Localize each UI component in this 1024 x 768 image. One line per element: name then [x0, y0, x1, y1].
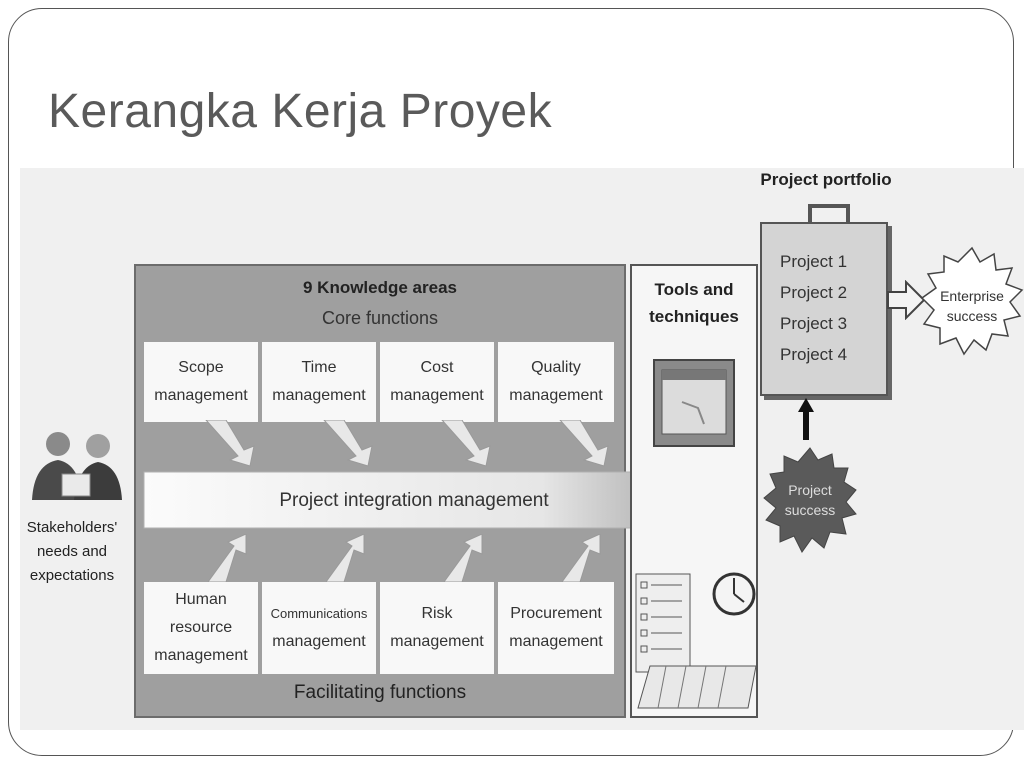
ka-cell-line: Risk: [421, 605, 453, 622]
ka-cell-line: Cost: [420, 359, 454, 376]
facilitating-functions-label: Facilitating functions: [293, 682, 467, 703]
ka-human-resource-management: Human resource management: [144, 582, 258, 674]
project-success-starburst: [763, 447, 857, 553]
right-arrow-icon: [887, 280, 926, 320]
ka-cell-line: management: [390, 387, 484, 404]
project-success-line: Project: [788, 482, 832, 498]
ka-cell-line: Communications: [270, 606, 368, 621]
up-arrow-icon: [798, 398, 814, 440]
computer-icon: [653, 359, 735, 447]
ka-cell-line: management: [154, 387, 248, 404]
ka-cell-line: management: [509, 633, 603, 650]
down-arrow-icon: [205, 420, 255, 467]
project-portfolio-label: Project portfolio: [760, 170, 892, 189]
stakeholders-label: Stakeholders' needs and expectations: [20, 516, 124, 588]
project-success-line: success: [784, 502, 836, 518]
stakeholders-line: Stakeholders': [26, 519, 118, 536]
ka-cost-management: Cost management: [380, 342, 494, 422]
ka-cell-line: Quality: [531, 359, 581, 376]
portfolio-project-item: Project 3: [780, 314, 848, 333]
portfolio-projects-list: Project 1 Project 2 Project 3 Project 4: [780, 246, 847, 370]
ka-cell-line: management: [509, 387, 603, 404]
core-functions-label: Core functions: [321, 308, 439, 328]
briefcase-handle-icon: [808, 204, 850, 222]
stakeholders-line: expectations: [29, 567, 115, 584]
portfolio-briefcase: [760, 222, 888, 396]
enterprise-success-starburst: [920, 246, 1024, 356]
ka-cell-line: Human: [175, 591, 227, 608]
portfolio-project-item: Project 1: [780, 252, 848, 271]
ka-cell-line: Time: [301, 359, 337, 376]
up-arrow-icon: [561, 534, 601, 583]
enterprise-success-label: Enterprise success: [920, 286, 1024, 326]
ka-cell-line: resource: [169, 619, 233, 636]
tools-label-line: Tools and: [654, 280, 734, 299]
up-arrow-icon: [325, 534, 365, 583]
checklist-clock-icon: [635, 572, 756, 709]
stakeholders-icon: [32, 432, 122, 500]
core-to-integration-arrows: [205, 420, 609, 467]
ka-cell-line: management: [272, 633, 366, 650]
enterprise-success-line: Enterprise: [940, 288, 1004, 304]
project-framework-diagram: Stakeholders' needs and expectations 9 K…: [20, 168, 1024, 730]
portfolio-project-item: Project 4: [780, 345, 848, 364]
facilitating-to-integration-arrows: [207, 534, 601, 583]
ka-scope-management: Scope management: [144, 342, 258, 422]
ka-cell-line: Scope: [178, 359, 224, 376]
knowledge-areas-title: 9 Knowledge areas: [302, 278, 457, 297]
up-arrow-icon: [207, 534, 247, 583]
ka-cell-line: Procurement: [510, 605, 602, 622]
ka-risk-management: Risk management: [380, 582, 494, 674]
down-arrow-icon: [441, 420, 491, 467]
ka-cell-line: management: [272, 387, 366, 404]
project-success-label: Project success: [762, 480, 858, 520]
integration-management-label: Project integration management: [279, 490, 549, 511]
portfolio-project-item: Project 2: [780, 283, 848, 302]
up-arrow-icon: [443, 534, 483, 583]
tools-label: Tools and techniques: [632, 276, 756, 330]
down-arrow-icon: [559, 420, 609, 467]
stakeholders-line: needs and: [36, 543, 108, 560]
ka-cell-line: management: [390, 633, 484, 650]
slide-title: Kerangka Kerja Proyek: [48, 85, 553, 138]
ka-cell-line: management: [154, 647, 248, 664]
ka-quality-management: Quality management: [498, 342, 614, 422]
ka-communications-management: Communications management: [262, 582, 376, 674]
down-arrow-icon: [323, 420, 373, 467]
enterprise-success-line: success: [946, 308, 998, 324]
ka-procurement-management: Procurement management: [498, 582, 614, 674]
tools-label-line: techniques: [649, 307, 739, 326]
ka-time-management: Time management: [262, 342, 376, 422]
